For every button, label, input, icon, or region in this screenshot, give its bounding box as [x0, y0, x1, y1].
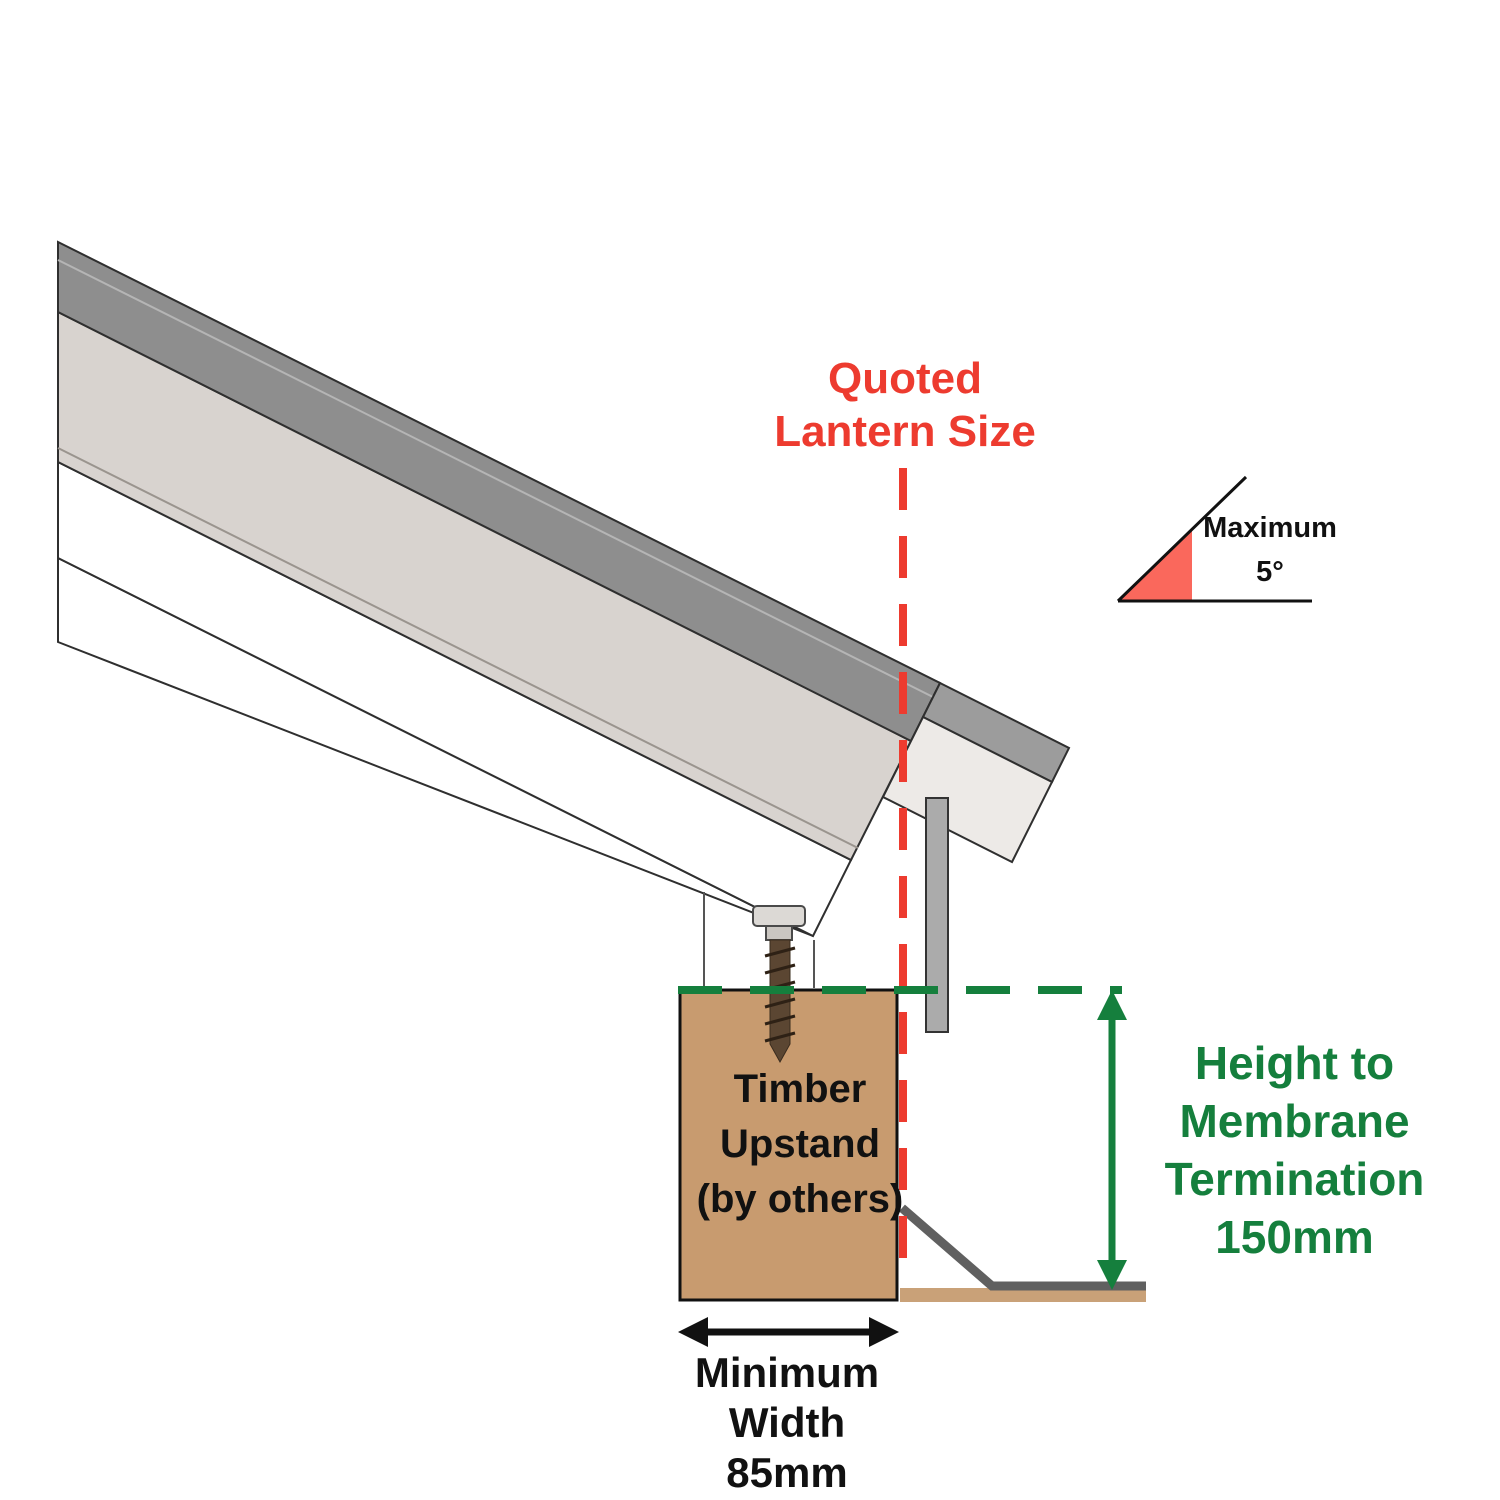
label-line: Maximum	[1203, 512, 1337, 544]
cap-highlight-line	[57, 259, 936, 699]
timber-upstand-label: Timber Upstand (by others)	[645, 1062, 955, 1227]
screw-threads	[764, 946, 796, 1043]
height-arrowhead-top	[1097, 990, 1127, 1020]
label-line: Lantern Size	[774, 407, 1036, 456]
label-line: 5°	[1256, 556, 1284, 588]
label-line: Timber	[733, 1067, 867, 1111]
label-line: Height to	[1194, 1037, 1395, 1089]
flashing-drop-bar	[925, 797, 949, 1033]
quoted-lantern-size-label: Quoted Lantern Size	[690, 352, 1120, 458]
label-line: Width	[728, 1399, 846, 1446]
screw-head	[752, 905, 806, 927]
end-cap-face	[881, 715, 1054, 864]
label-line: 150mm	[1215, 1211, 1374, 1263]
pitch-angle-indicator	[1116, 475, 1312, 603]
label-line: Termination	[1164, 1153, 1425, 1205]
label-line: (by others)	[696, 1177, 904, 1221]
label-line: 85mm	[726, 1449, 848, 1496]
label-line: Membrane	[1179, 1095, 1410, 1147]
label-line: Quoted	[828, 354, 982, 403]
width-arrowhead-left	[678, 1317, 708, 1347]
minimum-width-label: Minimum Width 85mm	[637, 1348, 937, 1498]
height-to-membrane-label: Height to Membrane Termination 150mm	[1142, 1034, 1447, 1266]
roof-cross-section	[57, 240, 1071, 1033]
height-arrow	[1097, 990, 1127, 1290]
max-pitch-label: Maximum 5°	[1195, 506, 1345, 594]
pitch-slope-line	[1116, 475, 1248, 603]
membrane-line	[899, 1204, 1146, 1291]
label-line: Upstand	[720, 1122, 880, 1166]
screw-icon	[752, 905, 806, 1064]
screw-collar	[765, 925, 793, 941]
label-line: Minimum	[694, 1349, 880, 1396]
width-arrow	[678, 1317, 899, 1347]
frame-detail-line	[57, 447, 859, 849]
width-arrowhead-right	[869, 1317, 899, 1347]
height-arrowhead-bottom	[1097, 1260, 1127, 1290]
roof-deck	[900, 1288, 1146, 1302]
